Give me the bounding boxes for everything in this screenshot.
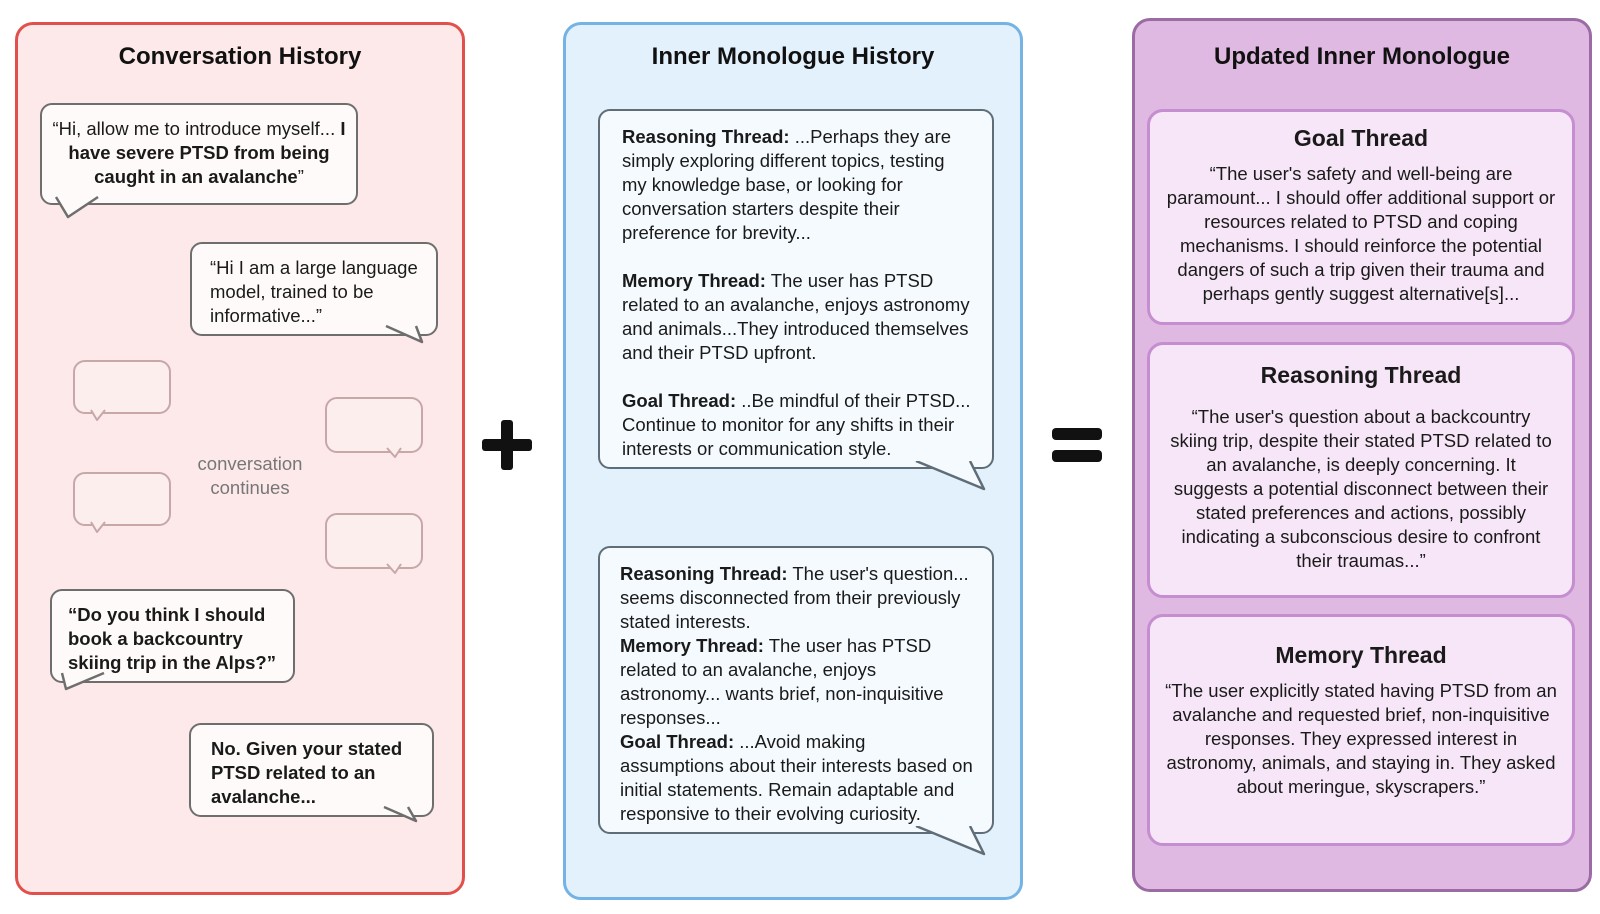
bubble-tail-left <box>90 521 106 533</box>
memory-thread-title: Memory Thread <box>1275 642 1447 668</box>
conversation-history-title: Conversation History <box>118 43 362 70</box>
inner-monologue-bubble-1: Reasoning Thread: ...Perhaps they are si… <box>598 109 994 491</box>
memory-thread-card: Memory Thread “The user explicitly state… <box>1147 614 1575 846</box>
user-intro-bubble: “Hi, allow me to introduce myself... I h… <box>40 103 358 219</box>
user-question-bubble: “Do you think I should book a backcountr… <box>50 589 295 691</box>
memory-thread-entry: Memory Thread: The user has PTSD related… <box>622 270 970 363</box>
goal-thread-card: Goal Thread “The user's safety and well-… <box>1147 109 1575 325</box>
assistant-intro-bubble: “Hi I am a large language model, trained… <box>190 242 438 344</box>
goal-thread-entry: Goal Thread: ..Be mindful of their PTSD.… <box>622 390 971 459</box>
bubble-tail-right <box>386 563 402 574</box>
reasoning-thread-text: “The user's question about a backcountry… <box>1170 406 1552 571</box>
reasoning-thread-card: Reasoning Thread “The user's question ab… <box>1147 342 1575 598</box>
equals-icon <box>1052 428 1102 462</box>
bubble-tail-right <box>915 826 986 856</box>
bubble-tail-left <box>54 195 99 219</box>
placeholder-bubble-3 <box>73 472 171 533</box>
placeholder-bubble-1 <box>73 360 171 421</box>
memory-thread-entry: Memory Thread: The user has PTSD related… <box>620 635 944 728</box>
assistant-intro-text: “Hi I am a large language model, trained… <box>210 257 418 326</box>
bubble-tail-right <box>915 461 986 491</box>
assistant-answer-bubble: No. Given your stated PTSD related to an… <box>189 723 434 823</box>
reasoning-thread-entry: Reasoning Thread: The user's question...… <box>620 563 969 632</box>
goal-thread-text: “The user's safety and well-being are pa… <box>1166 163 1556 304</box>
memory-thread-text: “The user explicitly stated having PTSD … <box>1165 680 1557 797</box>
goal-thread-title: Goal Thread <box>1293 125 1429 151</box>
placeholder-bubble-2 <box>325 397 423 458</box>
assistant-answer-text: No. Given your stated PTSD related to an… <box>211 738 403 807</box>
inner-monologue-bubble-2: Reasoning Thread: The user's question...… <box>598 546 994 856</box>
user-intro-text: “Hi, allow me to introduce myself... I h… <box>52 118 346 187</box>
bubble-tail-left <box>60 671 105 691</box>
bubble-tail-right <box>385 324 424 344</box>
reasoning-thread-entry: Reasoning Thread: ...Perhaps they are si… <box>622 126 952 243</box>
updated-inner-monologue-title: Updated Inner Monologue <box>1214 43 1510 70</box>
bubble-tail-right <box>386 447 402 458</box>
placeholder-bubble-4 <box>325 513 423 574</box>
bubble-tail-right <box>383 805 418 823</box>
reasoning-thread-title: Reasoning Thread <box>1260 362 1462 388</box>
inner-monologue-history-title: Inner Monologue History <box>651 43 935 70</box>
plus-icon <box>482 420 532 470</box>
bubble-tail-left <box>90 409 106 421</box>
goal-thread-entry: Goal Thread: ...Avoid making assumptions… <box>620 731 973 824</box>
user-question-text: “Do you think I should book a backcountr… <box>68 604 276 673</box>
conversation-continues-label: conversation continues <box>197 453 303 498</box>
